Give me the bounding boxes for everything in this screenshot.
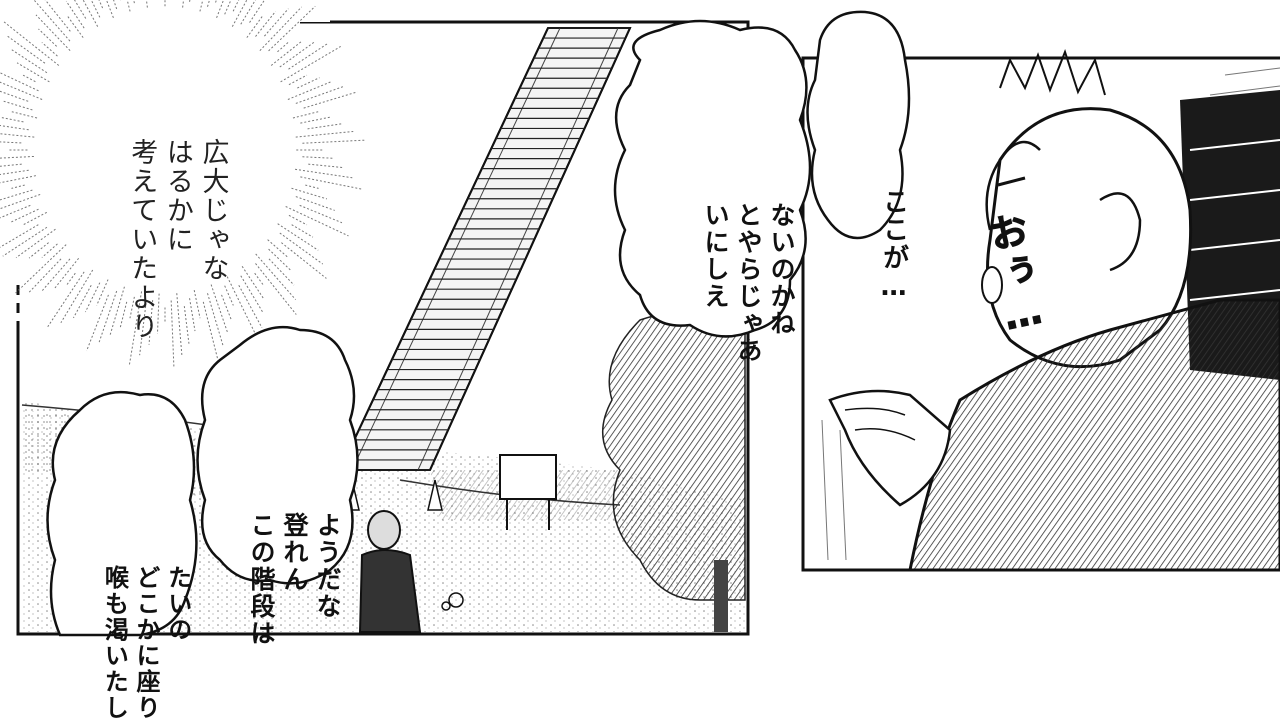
thought-line-1: 考えていたより: [126, 138, 157, 341]
speech-bottom-left-text: たいの どこかに座り 喉も渇いたし: [66, 445, 224, 721]
speech-bottom-line-3: たいの: [164, 565, 192, 643]
thought-line-3: 広大じゃな: [198, 138, 229, 283]
speech-left-line-2: 登れん: [280, 512, 309, 593]
manga-page: 広大じゃな はるかに 考えていたより ようだな 登れん この階段は たいの どこ…: [0, 0, 1280, 643]
thought-line-2: はるかに: [162, 138, 193, 254]
thought-bubble-text: 広大じゃな はるかに 考えていたより: [88, 6, 266, 341]
speech-bottom-line-1: 喉も渇いたし: [100, 565, 128, 721]
speech-mid-line-3: ないのかね: [767, 202, 796, 337]
speech-mid-line-1: いにしえ: [701, 202, 730, 310]
speech-right-line-1: ここが…: [879, 188, 909, 304]
speech-top-middle-text: ないのかね とやらじゃあ いにしえ: [666, 78, 831, 364]
speech-bottom-line-2: どこかに座り: [132, 565, 160, 721]
speech-mid-line-2: とやらじゃあ: [734, 202, 763, 364]
speech-left-line-3: ようだな: [313, 512, 342, 620]
speech-left-text: ようだな 登れん この階段は: [212, 388, 377, 647]
sound-effect: おぅ…: [980, 209, 1049, 341]
speech-left-line-1: この階段は: [247, 512, 276, 647]
